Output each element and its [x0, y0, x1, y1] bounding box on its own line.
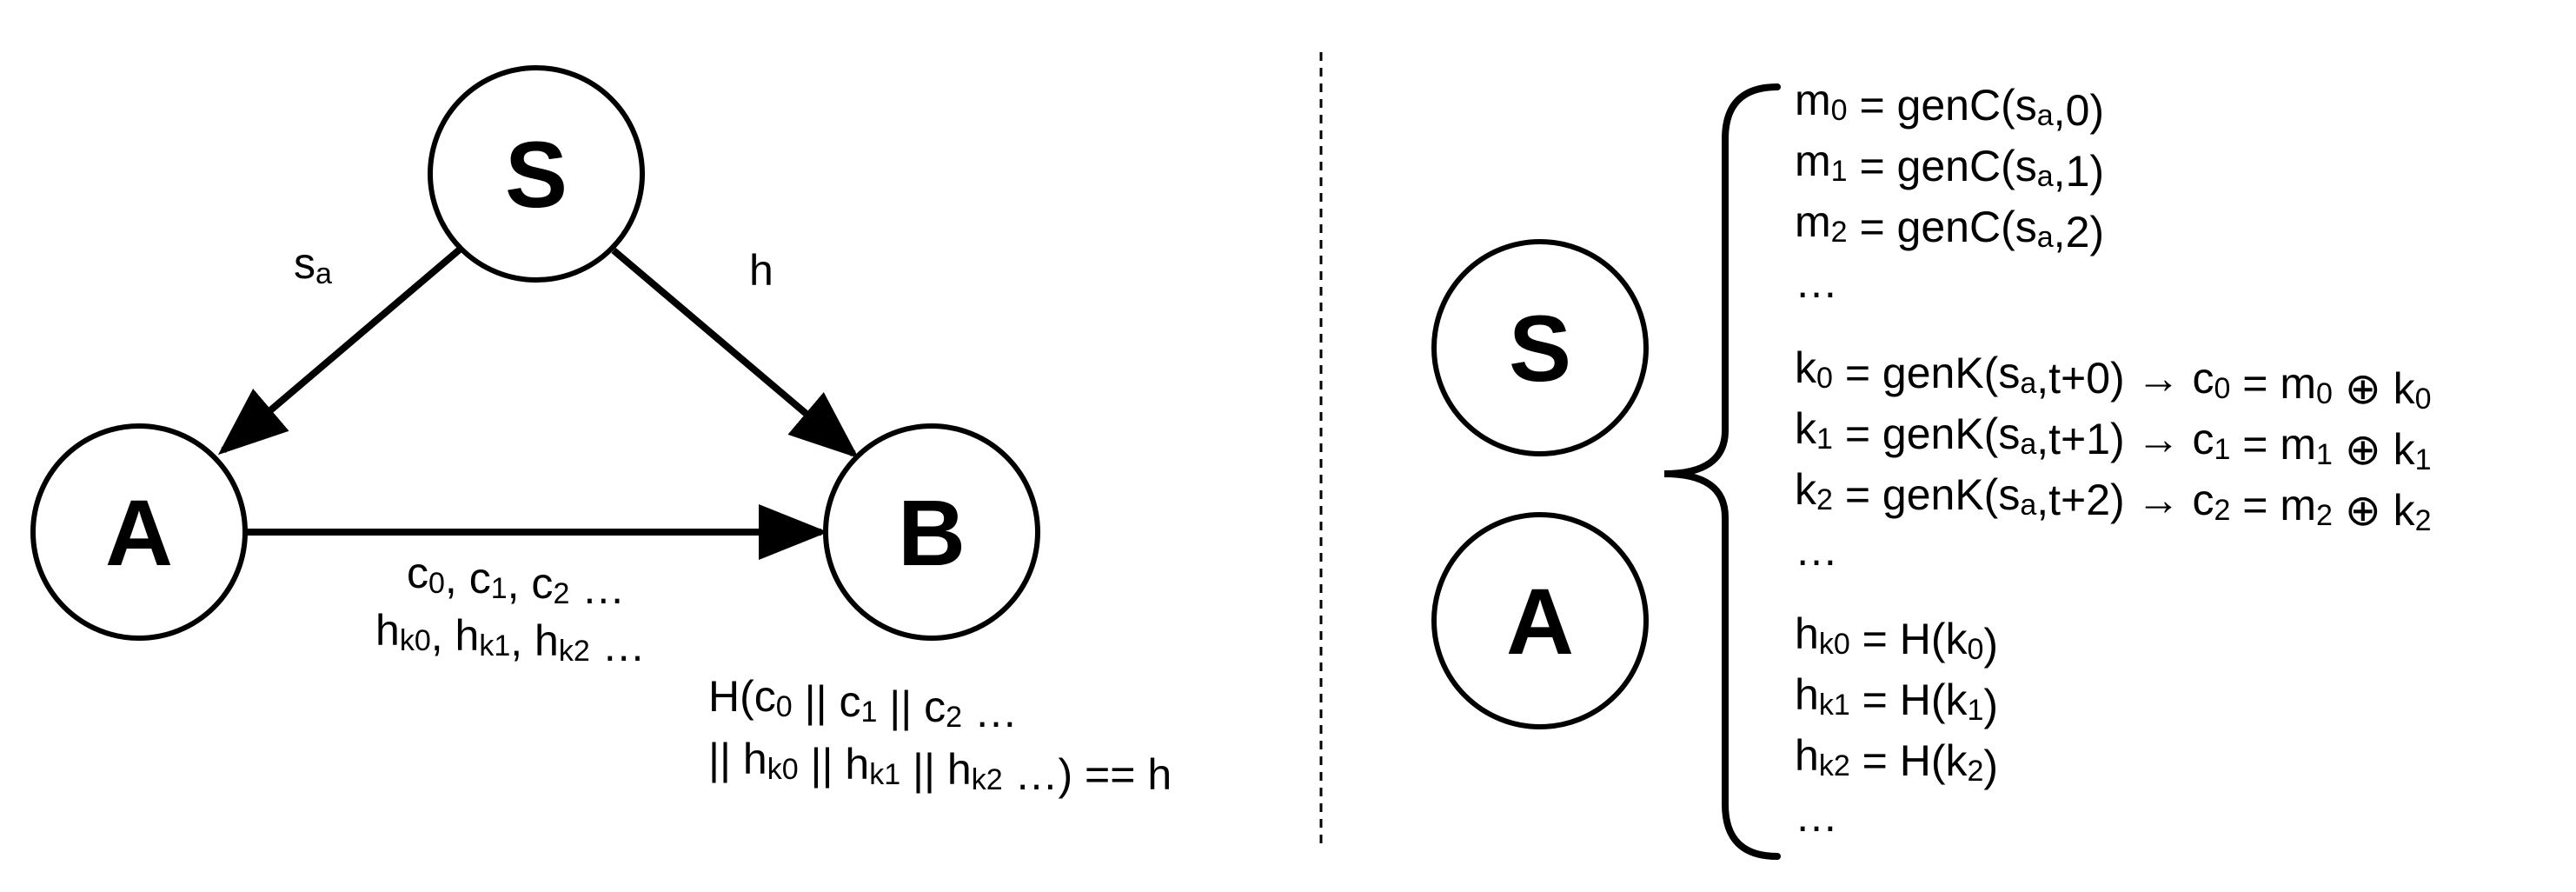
right-diagram: S A m0 = genC(sa,0)m1 = genC(sa,1)m2 = g… — [1431, 76, 2432, 860]
edge-a-b-key-hashes: hk0, hk1, hk2 … — [375, 606, 646, 670]
right-node-a: A — [1431, 512, 1649, 729]
equation-line: … — [1795, 258, 1838, 307]
equation-line: m2 = genC(sa,2) — [1795, 197, 2104, 256]
node-a-label: A — [105, 480, 173, 585]
node-b-label: B — [898, 480, 966, 585]
equation-line: hk1 = H(k1) — [1795, 670, 1998, 729]
equation-line: m1 = genC(sa,1) — [1795, 136, 2104, 196]
equation-line: … — [1795, 792, 1838, 841]
b-check-line-2: || hk0 || hk1 || hk2 …) == h — [708, 735, 1172, 799]
edge-s-to-a — [217, 245, 463, 456]
node-s: S — [428, 65, 645, 283]
equation-line: k1 = genK(sa,t+1) → c1 = m1 ⊕ k1 — [1795, 404, 2432, 476]
equations-list: m0 = genC(sa,0)m1 = genC(sa,1)m2 = genC(… — [1795, 76, 2432, 841]
equation-line: k2 = genK(sa,t+2) → c2 = m2 ⊕ k2 — [1795, 465, 2432, 537]
right-node-s-label: S — [1509, 296, 1571, 401]
node-b: B — [823, 423, 1040, 641]
equation-line: hk0 = H(k0) — [1795, 609, 1998, 669]
edge-s-to-b — [611, 247, 860, 459]
edge-s-a-label: sa — [294, 239, 332, 290]
equation-line: hk2 = H(k2) — [1795, 731, 1998, 790]
edge-a-b-ciphertexts: c0, c1, c2 … — [407, 549, 625, 613]
equation-line: k0 = genK(sa,t+0) → c0 = m0 ⊕ k0 — [1795, 343, 2432, 416]
equation-line: m0 = genC(sa,0) — [1795, 76, 2104, 135]
right-node-s: S — [1431, 239, 1649, 456]
left-diagram: S A B sa h c0, c1, c2 … hk0, hk1, hk2 … … — [30, 65, 1172, 799]
node-s-label: S — [505, 122, 568, 227]
b-check-line-1: H(c0 || c1 || c2 … — [708, 672, 1018, 736]
right-node-a-label: A — [1506, 569, 1574, 674]
curly-brace — [1663, 83, 1781, 860]
node-a: A — [30, 423, 248, 641]
equation-line: … — [1795, 526, 1838, 575]
edge-s-b-label: h — [749, 246, 773, 295]
